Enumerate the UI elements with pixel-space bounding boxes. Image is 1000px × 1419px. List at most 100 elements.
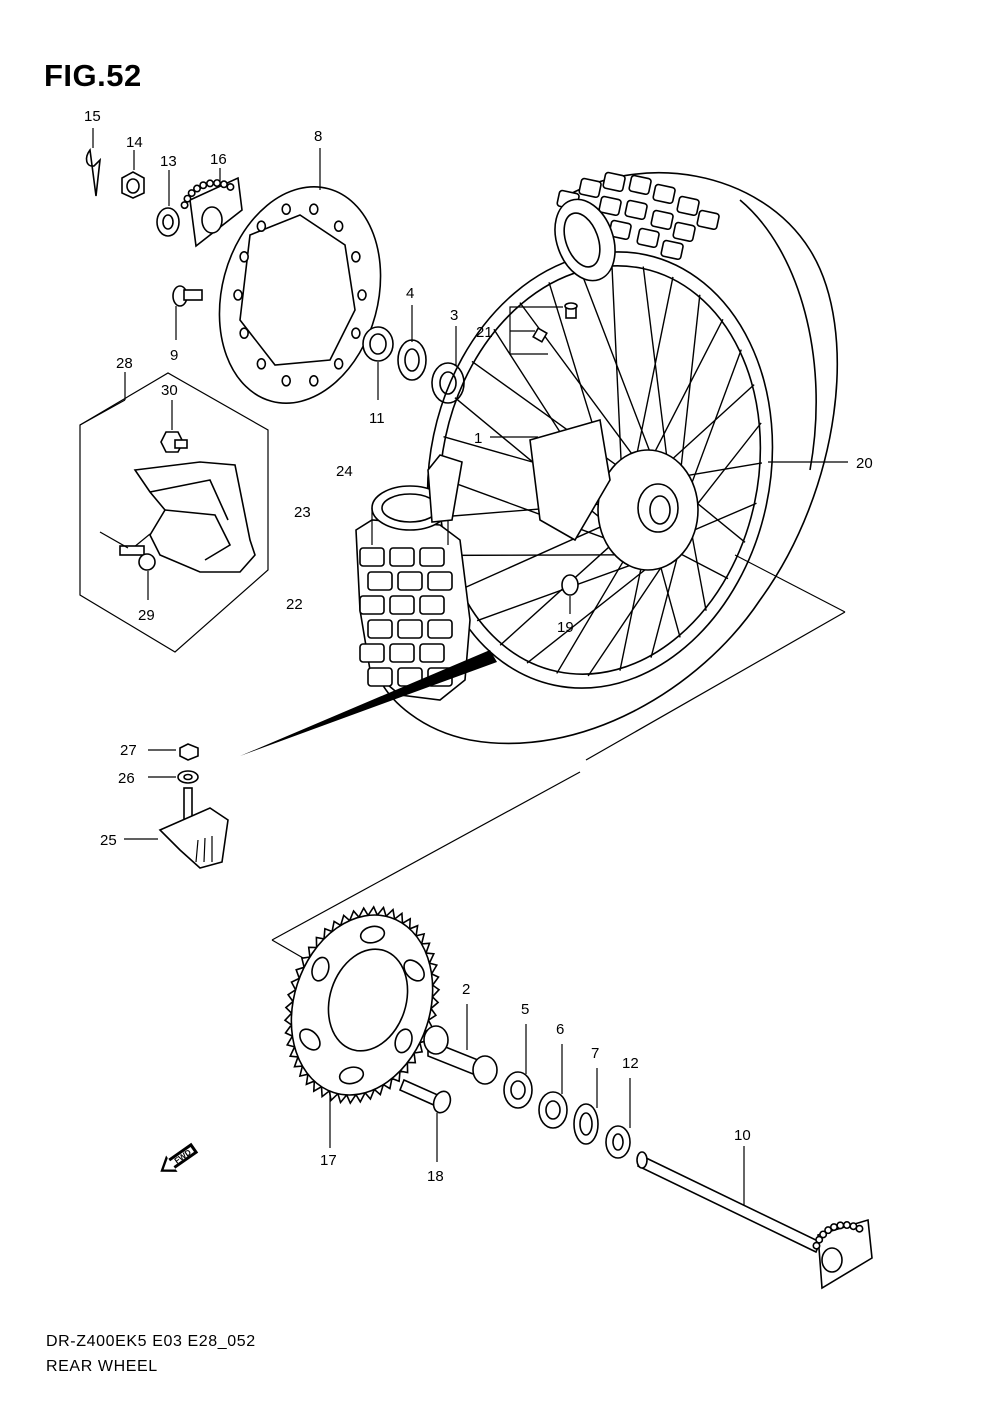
figure-title: FIG.52 xyxy=(44,58,142,93)
tread-block xyxy=(359,643,385,663)
callout-20: 20 xyxy=(856,455,873,472)
rear-wheel-assembly xyxy=(379,171,848,745)
tread-block xyxy=(628,174,652,196)
wheel-spoke xyxy=(526,556,662,664)
oil-seal-4-part xyxy=(397,305,427,381)
disc-hole xyxy=(308,374,319,387)
disc-hole xyxy=(351,327,361,339)
disc-hole xyxy=(308,203,319,216)
callout-11: 11 xyxy=(369,410,385,427)
model-code: DR-Z400EK5 E03 E28_052 xyxy=(46,1333,256,1350)
callout-10: 10 xyxy=(734,1127,751,1144)
disc-hole xyxy=(239,251,249,263)
tread-block xyxy=(367,619,393,639)
disc-hole xyxy=(256,220,267,232)
callout-9: 9 xyxy=(170,347,178,364)
tread-block xyxy=(419,643,445,663)
tread-block xyxy=(427,571,453,591)
rim-lock-25-part xyxy=(124,787,229,869)
callout-1: 1 xyxy=(474,430,482,447)
axle-10-part xyxy=(636,1146,873,1290)
sprocket-window xyxy=(299,1028,321,1051)
callout-19: 19 xyxy=(557,619,574,636)
explode-guide-lines xyxy=(271,554,846,963)
wheel-spoke xyxy=(458,522,610,591)
rim-band-24-part xyxy=(427,454,463,523)
callout-18: 18 xyxy=(427,1168,444,1185)
callout-6: 6 xyxy=(556,1021,564,1038)
callout-14: 14 xyxy=(126,134,143,151)
disc-hole xyxy=(357,289,367,301)
callout-4: 4 xyxy=(406,285,414,302)
callout-2: 2 xyxy=(462,981,470,998)
diagram-caption: REAR WHEEL xyxy=(46,1358,158,1375)
bearing-5-part xyxy=(503,1024,533,1109)
callout-13: 13 xyxy=(160,153,177,170)
adjuster-tooth xyxy=(193,184,202,193)
callout-3: 3 xyxy=(450,307,458,324)
adjuster-tooth xyxy=(824,1226,833,1235)
sprocket-window xyxy=(311,956,330,982)
wheel-spoke xyxy=(556,552,629,674)
washer-26-part xyxy=(148,770,199,784)
tread-block xyxy=(397,619,423,639)
adjuster-tooth xyxy=(855,1224,864,1233)
wheel-spoke xyxy=(677,462,763,478)
tread-block xyxy=(624,199,648,221)
tread-block xyxy=(389,643,415,663)
disc-hole xyxy=(233,289,243,301)
adjuster-tooth xyxy=(815,1235,824,1244)
washer-13-part xyxy=(156,170,180,237)
callout-30: 30 xyxy=(161,382,178,399)
callout-28: 28 xyxy=(116,355,133,372)
callout-5: 5 xyxy=(521,1001,529,1018)
brake-disc-part xyxy=(218,148,382,404)
adjuster-tooth xyxy=(213,179,222,188)
disc-hole xyxy=(333,358,344,370)
adjuster-tooth xyxy=(226,182,235,191)
spacer-2-part xyxy=(423,1004,498,1085)
wheel-spoke xyxy=(476,559,646,622)
tread-block xyxy=(419,595,445,615)
sprocket-window xyxy=(359,925,386,944)
callout-17: 17 xyxy=(320,1152,337,1169)
exploded-view-arrow xyxy=(240,650,497,756)
adjuster-tooth xyxy=(206,179,215,188)
adjuster-tooth xyxy=(187,189,196,198)
chain-guard-part xyxy=(127,461,256,573)
disc-hole xyxy=(281,203,292,216)
disc-hole xyxy=(239,327,249,339)
tread-block xyxy=(389,595,415,615)
spoke-nipple-21-part xyxy=(509,302,578,355)
wheel-spoke xyxy=(611,263,623,473)
adjuster-tooth xyxy=(819,1230,828,1239)
bearing-6-part xyxy=(538,1044,568,1129)
balancer-19-part xyxy=(561,574,579,614)
tread-block xyxy=(672,221,696,243)
wheel-spoke xyxy=(649,318,724,461)
wheel-spoke xyxy=(437,476,619,544)
callout-29: 29 xyxy=(138,607,155,624)
disc-hole xyxy=(256,358,267,370)
collar-11-part xyxy=(362,326,394,400)
axle-nut-part xyxy=(121,150,145,199)
nut-27-part xyxy=(148,743,199,761)
tread-block xyxy=(696,209,720,231)
oil-seal-7-part xyxy=(573,1068,599,1145)
callout-16: 16 xyxy=(210,151,227,168)
tread-block xyxy=(389,547,415,567)
sprocket-window xyxy=(394,1028,413,1054)
bolt-9-part xyxy=(172,285,203,340)
tread-block xyxy=(359,595,385,615)
disc-hole xyxy=(333,220,344,232)
callout-26: 26 xyxy=(118,770,135,787)
tread-block xyxy=(359,547,385,567)
bolt-29-part xyxy=(99,531,156,600)
adjuster-tooth xyxy=(829,1223,838,1232)
tread-block xyxy=(419,547,445,567)
fwd-direction-badge: FWD xyxy=(160,1142,199,1172)
tread-block xyxy=(578,177,602,199)
adjuster-tooth xyxy=(842,1221,851,1230)
wheel-spoke xyxy=(445,554,631,557)
